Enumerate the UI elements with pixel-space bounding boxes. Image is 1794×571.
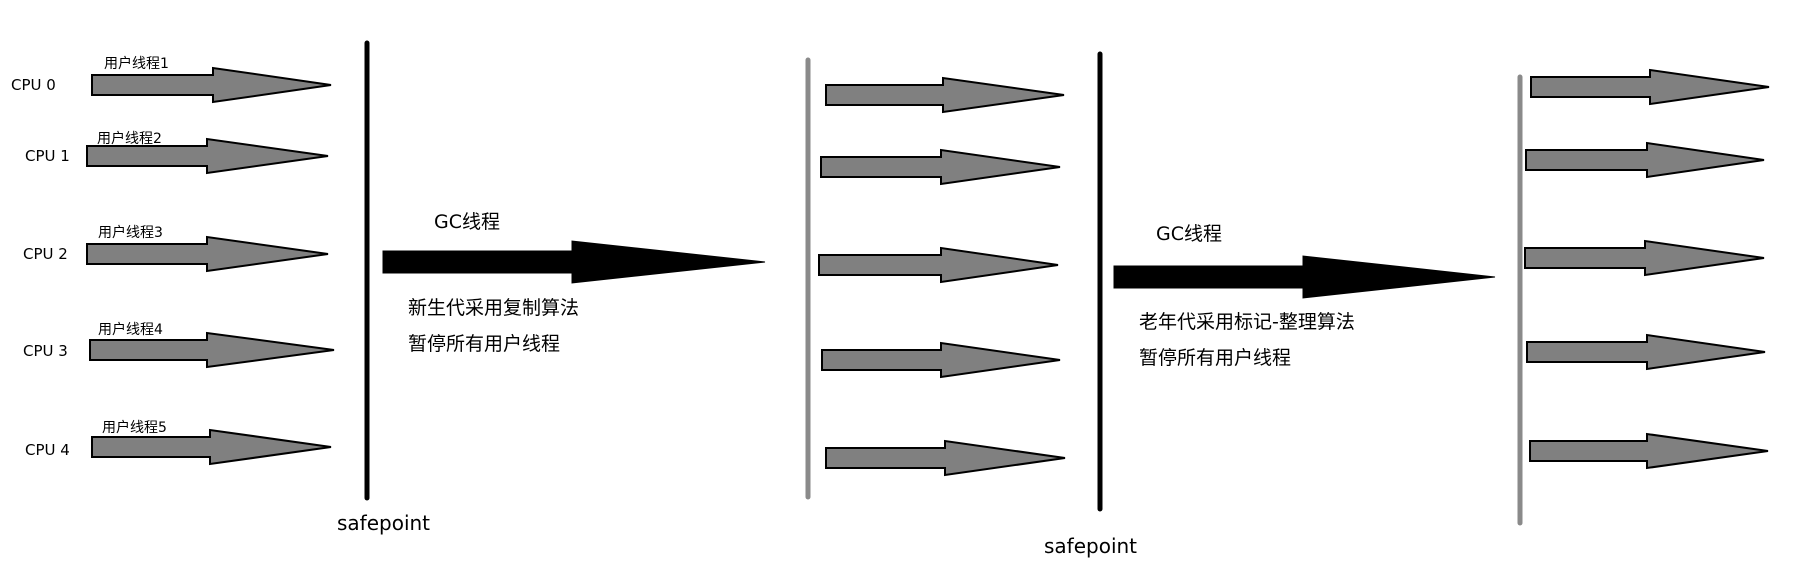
thread-arrow-cpu1-running (86, 137, 329, 175)
cpu-3-label: CPU 3 (23, 342, 68, 360)
thread-arrow-cpu0-resumed-1 (825, 76, 1065, 114)
thread-arrow-cpu4-resumed-1 (825, 439, 1066, 477)
cpu-2-label: CPU 2 (23, 245, 68, 263)
thread-arrow-cpu2-resumed-1 (818, 246, 1059, 284)
gc-thread-arrow-2 (1113, 255, 1496, 299)
safepoint-label-1: safepoint (337, 511, 430, 535)
user-thread-5-label: 用户线程5 (102, 419, 167, 436)
thread-arrow-cpu1-resumed-2 (1525, 141, 1765, 179)
safepoint-label-2: safepoint (1044, 534, 1137, 558)
cpu-4-label: CPU 4 (25, 441, 70, 459)
gc-description-2-line2: 暂停所有用户线程 (1139, 347, 1291, 369)
thread-arrow-cpu1-resumed-1 (820, 148, 1061, 186)
gc-description-2-line1: 老年代采用标记-整理算法 (1139, 311, 1355, 333)
gc-description-1-line1: 新生代采用复制算法 (408, 297, 579, 319)
thread-arrow-cpu2-resumed-2 (1524, 239, 1765, 277)
thread-arrow-cpu3-resumed-2 (1526, 333, 1766, 371)
thread-arrow-cpu4-running (91, 428, 332, 466)
thread-arrow-cpu3-running (89, 331, 335, 369)
gc-description-1-line2: 暂停所有用户线程 (408, 333, 560, 355)
cpu-0-label: CPU 0 (11, 76, 56, 94)
user-thread-2-label: 用户线程2 (97, 130, 162, 147)
thread-arrow-cpu0-running (91, 66, 332, 104)
gc-thread-label-2: GC线程 (1156, 223, 1222, 245)
gc-thread-label-1: GC线程 (434, 211, 500, 233)
cpu-1-label: CPU 1 (25, 147, 70, 165)
user-thread-3-label: 用户线程3 (98, 224, 163, 241)
thread-arrow-cpu0-resumed-2 (1530, 68, 1770, 106)
user-thread-4-label: 用户线程4 (98, 321, 163, 338)
gc-thread-arrow-1 (382, 240, 766, 284)
thread-arrow-cpu2-running (86, 235, 329, 273)
thread-arrow-cpu4-resumed-2 (1529, 432, 1769, 470)
thread-arrow-cpu3-resumed-1 (821, 341, 1061, 379)
user-thread-1-label: 用户线程1 (104, 55, 169, 72)
